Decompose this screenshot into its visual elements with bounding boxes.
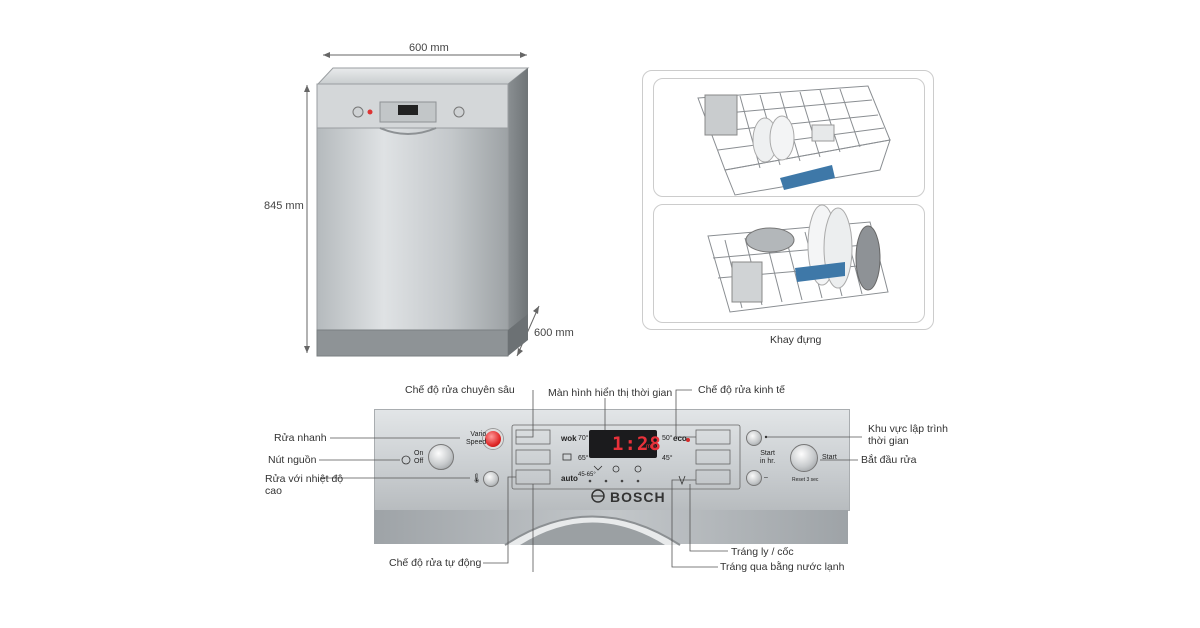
label-intensive: Chế độ rửa chuyên sâu xyxy=(405,384,515,396)
program-wok-temp: 70° xyxy=(578,435,589,442)
time-display xyxy=(589,430,657,458)
program-eco: eco xyxy=(673,434,687,443)
label-cold-rinse: Tráng qua bằng nước lạnh xyxy=(720,561,845,573)
brand-logo: BOSCH xyxy=(610,489,666,505)
program-auto-temp: 45-65° xyxy=(578,472,596,478)
label-eco: Chế độ rửa kinh tế xyxy=(698,384,785,396)
timer-plus-button[interactable] xyxy=(746,430,762,446)
minus-sign: – xyxy=(764,474,768,481)
depth-dimension: 600 mm xyxy=(534,327,574,339)
vario-speed-button[interactable] xyxy=(483,429,503,449)
power-knob[interactable] xyxy=(428,444,454,470)
program-eco-temp: 50° xyxy=(662,435,673,442)
program-wok: wok xyxy=(561,434,577,443)
reset-label: Reset 3 sec xyxy=(792,477,819,483)
label-power: Nút nguồn xyxy=(268,454,317,466)
program-normal-temp: 65° xyxy=(578,455,589,462)
start-knob[interactable] xyxy=(790,444,818,472)
program-glass-temp: 45° xyxy=(662,455,673,462)
label-auto: Chế độ rửa tự động xyxy=(389,557,482,569)
program-auto: auto xyxy=(561,474,578,483)
display-time: 1:28 xyxy=(612,433,662,455)
width-dimension: 600 mm xyxy=(409,42,449,54)
timer-minus-button[interactable] xyxy=(746,470,762,486)
height-dimension: 845 mm xyxy=(264,200,304,212)
label-quick: Rửa nhanh xyxy=(274,432,327,444)
label-start: Bắt đầu rửa xyxy=(861,454,917,466)
tray-caption: Khay đựng xyxy=(770,334,822,346)
label-glass: Tráng ly / cốc xyxy=(731,546,794,558)
display-unit: min. xyxy=(646,444,658,450)
thermometer-icon: 🌡 xyxy=(471,473,483,483)
high-temp-button[interactable] xyxy=(483,471,499,487)
start-label: Start xyxy=(822,454,837,461)
label-display: Màn hình hiển thị thời gian xyxy=(548,387,673,399)
